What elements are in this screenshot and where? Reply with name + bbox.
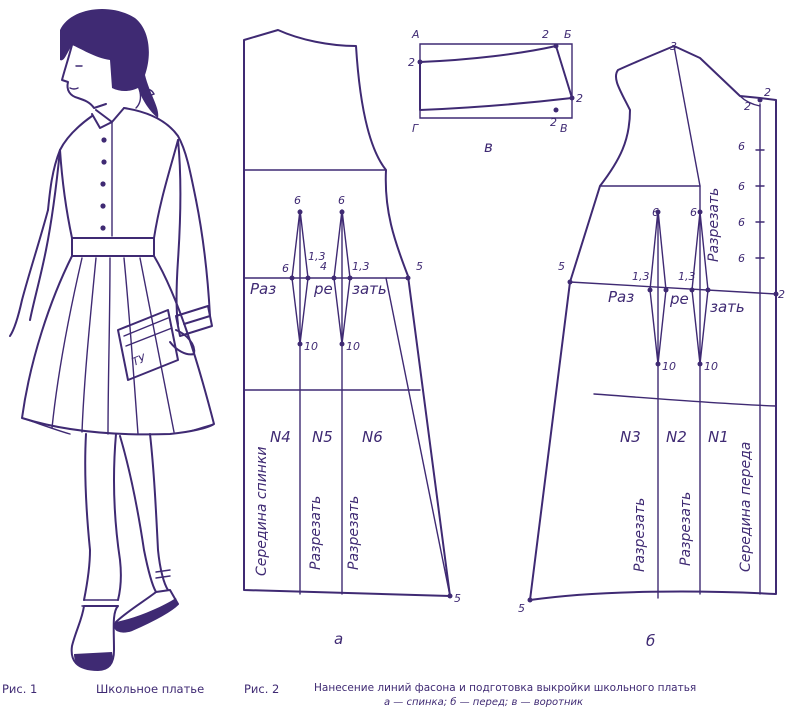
collar-point-2-top: 2 [542, 28, 549, 41]
front-pattern: 3 2 2 6 6 1,3 1,3 5 2 10 10 5 6 6 6 6 Ра… [518, 40, 785, 650]
front-panel-n3: N3 [620, 428, 641, 446]
front-cut-part-2: ре [669, 290, 689, 308]
back-cut-vertical-1: Разрезать [308, 496, 324, 570]
back-point-10b: 10 [346, 340, 360, 353]
front-ruler-6a: 6 [738, 140, 745, 153]
front-point-10b: 10 [704, 360, 718, 373]
back-point-6b: 6 [338, 194, 345, 207]
fig2-legend: а — спинка; б — перед; в — воротник [384, 697, 584, 708]
front-point-2b: 2 [764, 86, 771, 99]
book-title-text: ТУ [130, 351, 149, 369]
back-outline [243, 29, 451, 597]
fig1-title: Школьное платье [96, 682, 205, 696]
pattern-drawing: ТУ 6 6 6 1,3 4 [9, 8, 785, 671]
front-cut-part-1: Раз [608, 288, 634, 306]
front-panel-n2: N2 [666, 428, 687, 446]
back-center-label: Середина спинки [254, 446, 270, 576]
collar-point-g: Г [412, 122, 419, 135]
back-point-13a: 1,3 [308, 250, 326, 263]
girl-illustration: ТУ [9, 8, 215, 671]
front-ruler-6c: 6 [738, 216, 745, 229]
back-cut-part-2: ре [313, 280, 333, 298]
back-point-4: 4 [320, 260, 327, 273]
collar-point-2-right: 2 [576, 92, 583, 105]
front-outline [529, 45, 777, 601]
front-point-13b: 1,3 [678, 270, 696, 283]
front-cut-part-3: зать [710, 298, 745, 316]
fig2-title: Нанесение линий фасона и подготовка выкр… [314, 682, 697, 694]
front-point-5-top: 5 [558, 260, 565, 273]
back-panel-n4: N4 [270, 428, 291, 446]
back-point-6a: 6 [294, 194, 301, 207]
collar-point-2-left: 2 [408, 56, 415, 69]
back-point-5-top: 5 [416, 260, 423, 273]
front-point-3: 3 [670, 40, 677, 53]
back-cut-part-1: Раз [250, 280, 276, 298]
back-point-10a: 10 [304, 340, 318, 353]
front-panel-n1: N1 [708, 428, 729, 446]
back-point-13b: 1,3 [352, 260, 370, 273]
back-cut-vertical-2: Разрезать [346, 496, 362, 570]
front-neck-cut-vertical: Разрезать [706, 188, 722, 262]
front-cut-vertical-1: Разрезать [632, 498, 648, 572]
collar-pattern: А Б Г В 2 2 2 2 в [408, 28, 583, 156]
front-point-5-bottom: 5 [518, 602, 525, 615]
collar-point-v: В [560, 122, 568, 135]
collar-panel-letter: в [484, 138, 493, 156]
front-point-10a: 10 [662, 360, 676, 373]
fig2-number: Рис. 2 [244, 682, 280, 696]
back-cut-part-3: зать [352, 280, 387, 298]
book-icon: ТУ [117, 309, 179, 381]
back-point-5-bottom: 5 [454, 592, 461, 605]
fig1-number: Рис. 1 [2, 682, 38, 696]
front-ruler-6d: 6 [738, 252, 745, 265]
front-point-6a: 6 [652, 206, 659, 219]
front-cut-vertical-2: Разрезать [678, 492, 694, 566]
front-point-6b: 6 [690, 206, 697, 219]
front-ruler-6b: 6 [738, 180, 745, 193]
back-point-6c: 6 [282, 262, 289, 275]
front-center-label: Середина переда [738, 442, 754, 572]
front-point-2a: 2 [744, 100, 751, 113]
back-panel-n5: N5 [312, 428, 333, 446]
back-panel-letter: а [334, 630, 343, 648]
back-pattern: 6 6 6 1,3 4 1,3 5 10 10 5 Раз ре зать N4… [243, 29, 461, 648]
collar-point-a: А [411, 28, 420, 41]
collar-point-b: Б [564, 28, 572, 41]
front-point-2-side: 2 [778, 288, 785, 301]
front-panel-letter: б [646, 632, 655, 650]
front-point-13a: 1,3 [632, 270, 650, 283]
collar-point-2-bottom: 2 [550, 116, 557, 129]
back-panel-n6: N6 [362, 428, 383, 446]
